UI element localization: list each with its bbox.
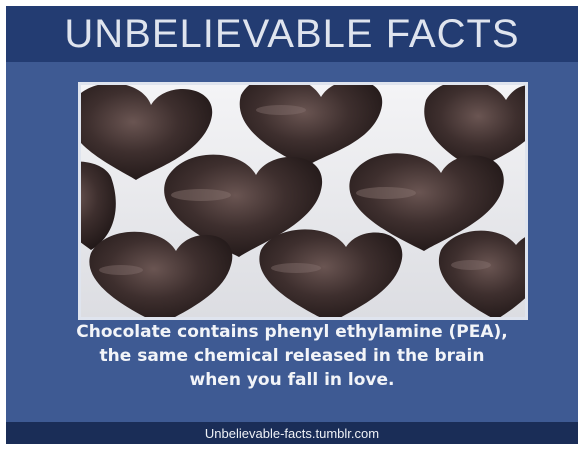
fact-text: Chocolate contains phenyl ethylamine (PE… xyxy=(16,320,568,392)
heart-shape xyxy=(439,230,525,317)
heart-shape xyxy=(259,229,403,317)
footer-band: Unbelievable-facts.tumblr.com xyxy=(6,422,578,444)
heart-shape xyxy=(164,154,323,257)
fact-line-3: when you fall in love. xyxy=(189,370,395,390)
fact-card: UNBELIEVABLE FACTS xyxy=(6,6,578,444)
header-band: UNBELIEVABLE FACTS xyxy=(6,6,578,62)
heart-shape xyxy=(349,153,504,251)
fact-line-1: Chocolate contains phenyl ethylamine (PE… xyxy=(76,322,508,342)
heart-shape xyxy=(81,85,213,180)
fact-line-2: the same chemical released in the brain xyxy=(99,346,485,366)
heart-shape xyxy=(89,231,233,317)
heart-shape xyxy=(424,85,525,170)
heart-shape xyxy=(239,85,383,167)
source-url: Unbelievable-facts.tumblr.com xyxy=(204,425,380,441)
chocolate-hearts-image xyxy=(78,82,528,320)
page-title: UNBELIEVABLE FACTS xyxy=(64,11,520,56)
heart-shape xyxy=(81,161,116,250)
